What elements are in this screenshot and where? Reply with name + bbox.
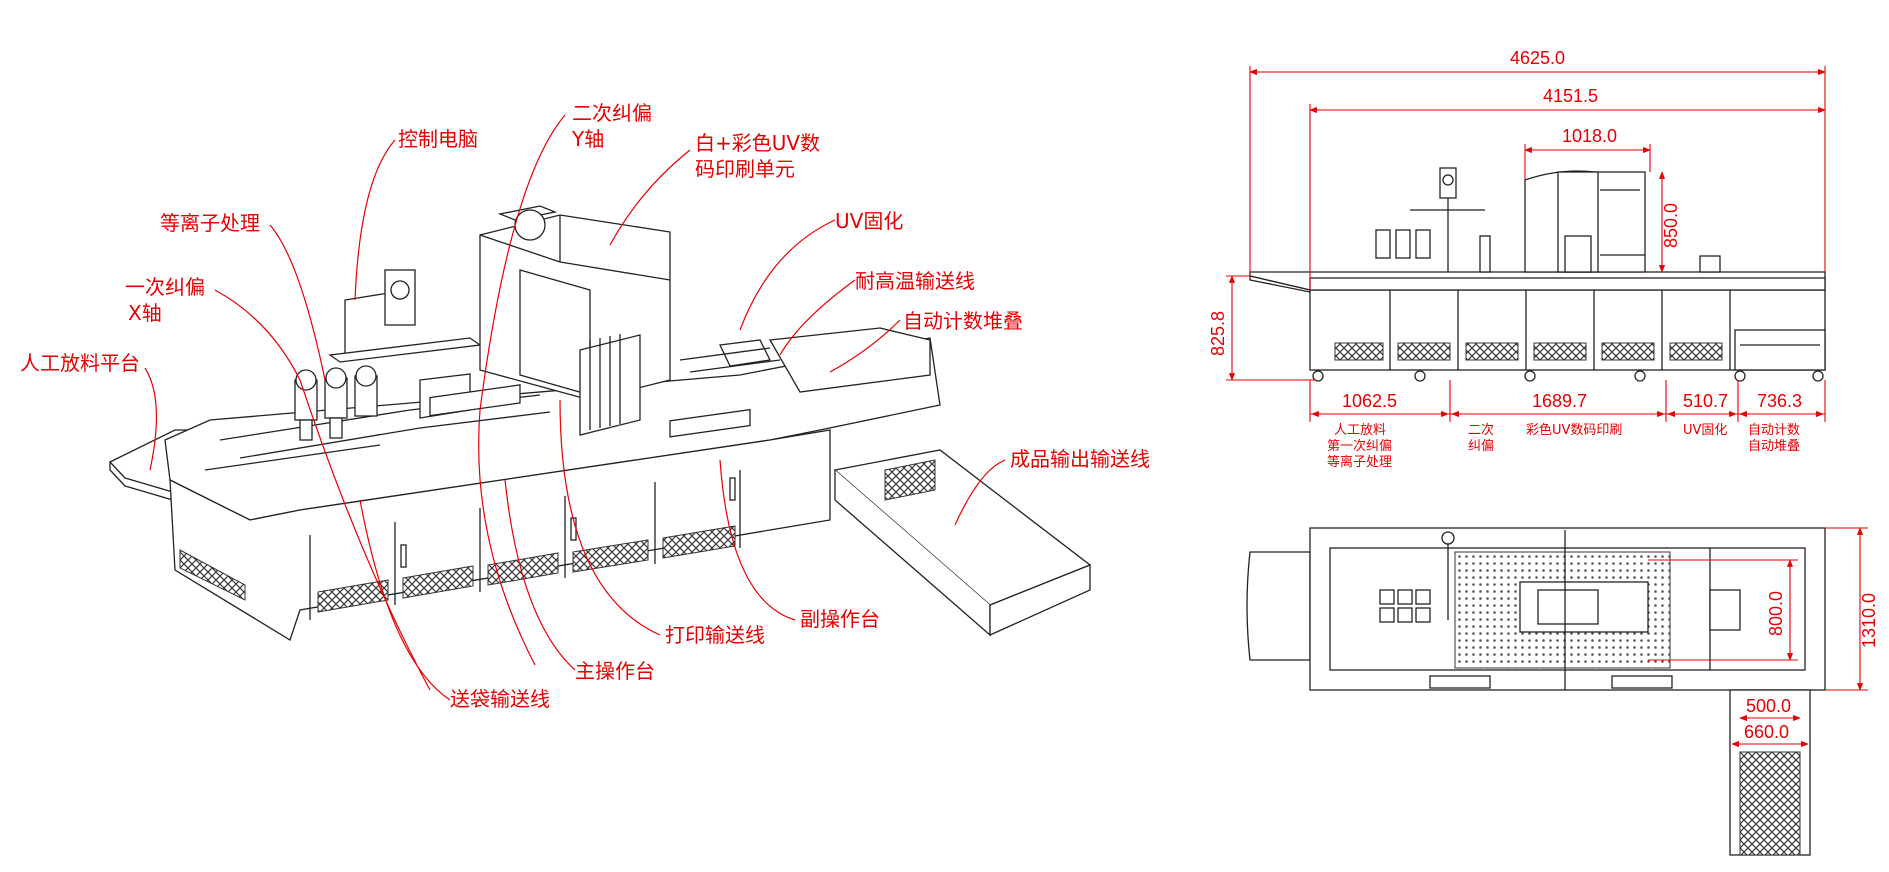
front-dimensions: 4625.0 4151.5 1018.0 850.0 825.8 [1208, 48, 1826, 470]
dim-output-inner: 500.0 [1746, 696, 1791, 716]
top-plan-view: 1310.0 800.0 500.0 660.0 [1246, 527, 1879, 856]
label-auto-count-stacking: 自动计数堆叠 [903, 309, 1023, 333]
label-uv-curing: UV固化 [835, 209, 903, 233]
control-pc-arm [328, 269, 482, 363]
door-handle [400, 544, 407, 568]
door-handle [729, 477, 736, 501]
dim-printer-height: 850.0 [1661, 203, 1681, 248]
label-output-conveyor: 成品输出输送线 [1010, 447, 1150, 471]
cap-rect2-1: 二次 [1468, 422, 1494, 438]
dim-printer-width: 1018.0 [1562, 126, 1617, 146]
front-rectifier-towers [1375, 167, 1491, 273]
dim-segment-stack: 736.3 [1757, 391, 1802, 411]
uv-print-unit [479, 205, 671, 436]
dim-total-length: 4625.0 [1510, 48, 1565, 68]
label-uv-print-unit: 白+彩色UV数 [695, 131, 820, 155]
plan-main-console [1429, 675, 1491, 689]
cap-stack-2: 自动堆叠 [1748, 439, 1800, 454]
dim-table-height: 825.8 [1208, 311, 1228, 356]
plan-rectifier-heads [1379, 531, 1455, 623]
label-heat-resistant-conveyor: 耐高温输送线 [855, 269, 975, 293]
aux-console-panel [669, 408, 751, 438]
callout-labels: 人工放料平台 一次纠偏 X轴 等离子处理 控制电脑 二次纠偏 Y轴 白+彩色UV… [20, 101, 1150, 711]
front-stacker-cage [1734, 329, 1826, 371]
main-console-panel [429, 384, 521, 417]
cap-feed-2: 第一次纠偏 [1327, 438, 1392, 454]
plan-aux-console [1611, 675, 1673, 689]
output-conveyor [833, 449, 1092, 637]
dim-print-area: 800.0 [1766, 591, 1786, 636]
label-plasma-treatment: 等离子处理 [160, 211, 260, 235]
dim-output-outer: 660.0 [1744, 722, 1789, 742]
cap-uv: UV固化 [1683, 423, 1727, 438]
isometric-machine-view [108, 205, 1092, 641]
label-aux-console: 副操作台 [800, 607, 880, 631]
label-manual-feed-platform: 人工放料平台 [20, 351, 140, 375]
cap-feed-1: 人工放料 [1334, 423, 1386, 438]
label-uv-print-unit-2: 码印刷单元 [695, 157, 795, 181]
cap-rect2-2: 纠偏 [1468, 439, 1494, 454]
cap-feed-3: 等离子处理 [1327, 454, 1392, 470]
label-second-rectification: 二次纠偏 [572, 101, 652, 125]
dim-segment-uv: 510.7 [1683, 391, 1728, 411]
label-bag-conveyor: 送袋输送线 [450, 687, 550, 711]
main-table-front [169, 429, 831, 641]
label-control-pc: 控制电脑 [398, 127, 478, 151]
cap-print: 彩色UV数码印刷 [1526, 422, 1622, 438]
label-main-console: 主操作台 [575, 659, 655, 683]
label-print-conveyor: 打印输送线 [665, 623, 765, 647]
first-rectifier-units [294, 365, 378, 441]
label-first-rectification-axis: X轴 [128, 301, 162, 325]
front-elevation-view: 4625.0 4151.5 1018.0 850.0 825.8 [1208, 48, 1826, 470]
callout-leaders [144, 114, 1006, 701]
plan-feed-platform [1246, 551, 1311, 661]
dim-segment-print: 1689.7 [1532, 391, 1587, 411]
dim-segment-feed: 1062.5 [1342, 391, 1397, 411]
dim-table-width: 1310.0 [1859, 593, 1879, 648]
plan-dimensions: 1310.0 800.0 500.0 660.0 [1648, 527, 1879, 748]
dim-inner-length: 4151.5 [1543, 86, 1598, 106]
cap-stack-1: 自动计数 [1748, 423, 1800, 438]
label-first-rectification: 一次纠偏 [125, 275, 205, 299]
front-vent-panels [1334, 342, 1723, 361]
label-second-rectification-axis: Y轴 [571, 127, 604, 151]
